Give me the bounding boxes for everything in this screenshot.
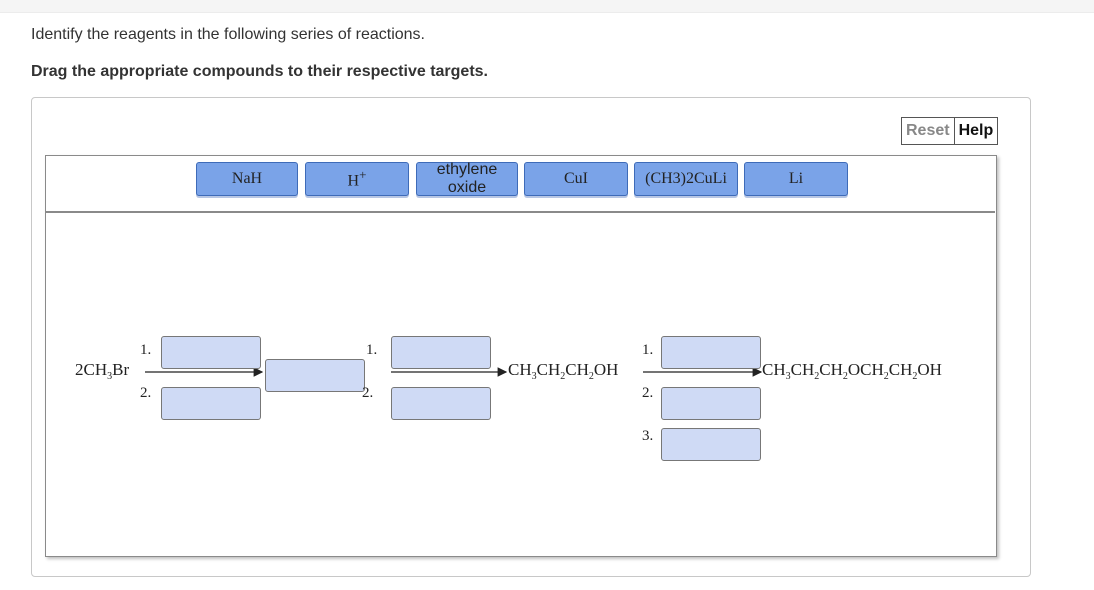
step-label-1: 1. <box>642 342 654 358</box>
drop-target-step3-reagent1[interactable] <box>661 336 761 369</box>
reaction-arrows <box>145 367 763 377</box>
final-product: CH3CH2CH2OCH2CH2OH <box>762 360 942 382</box>
step-label-2: 2. <box>140 385 152 401</box>
chip-cui[interactable]: CuI <box>524 162 628 196</box>
drop-target-step3-reagent3[interactable] <box>661 428 761 461</box>
chip-nah[interactable]: NaH <box>196 162 298 196</box>
chip-label: H+ <box>347 167 367 190</box>
question-prompt: Identify the reagents in the following s… <box>31 26 425 43</box>
tray-divider <box>46 211 995 213</box>
step-label-2: 2. <box>362 385 374 401</box>
drag-drop-board: NaH H+ ethylene oxide CuI (CH3)2CuLi Li … <box>45 155 997 557</box>
chip-label: (CH3)2CuLi <box>645 170 727 187</box>
chip-label: CuI <box>564 170 588 187</box>
chip-label: NaH <box>231 170 263 187</box>
drop-target-intermediate[interactable] <box>265 359 365 392</box>
step-label-1: 1. <box>366 342 378 358</box>
starting-material: 2CH3Br <box>75 360 130 382</box>
step-label-1: 1. <box>140 342 152 358</box>
panel-controls: Reset Help <box>901 117 999 145</box>
chip-label: ethylene oxide <box>436 161 498 196</box>
top-bar <box>0 0 1094 13</box>
help-button[interactable]: Help <box>954 118 998 144</box>
drop-target-step1-reagent1[interactable] <box>161 336 261 369</box>
drop-target-step2-reagent1[interactable] <box>391 336 491 369</box>
chip-label: Li <box>788 170 804 187</box>
drop-target-step2-reagent2[interactable] <box>391 387 491 420</box>
question-instruction: Drag the appropriate compounds to their … <box>31 63 488 80</box>
chip-ethylene-oxide[interactable]: ethylene oxide <box>416 161 518 196</box>
reset-button[interactable]: Reset <box>902 118 955 144</box>
intermediate-product: CH3CH2CH2OH <box>508 360 619 382</box>
chip-li[interactable]: Li <box>744 162 848 196</box>
drop-target-step1-reagent2[interactable] <box>161 387 261 420</box>
step-label-3: 3. <box>642 428 654 444</box>
chip-h-plus[interactable]: H+ <box>305 162 409 196</box>
drop-target-step3-reagent2[interactable] <box>661 387 761 420</box>
step-label-2: 2. <box>642 385 654 401</box>
chip-ch3-2culi[interactable]: (CH3)2CuLi <box>634 162 738 196</box>
